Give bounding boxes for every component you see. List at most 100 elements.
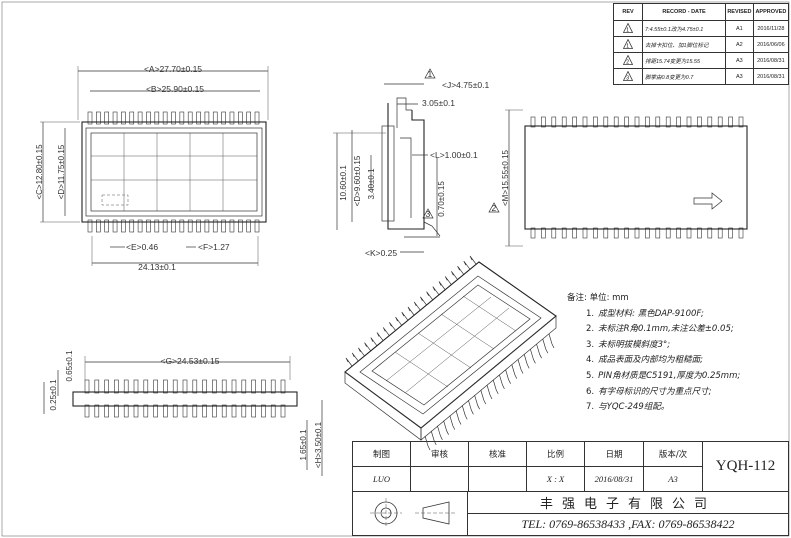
iso-pin	[451, 271, 458, 280]
edge-view: <G>24.53±0.15 0.65±0.1 0.25±0.1 1.65±0.1…	[43, 350, 323, 476]
iso-pin	[376, 332, 384, 341]
pin	[94, 404, 100, 418]
triangle-rev-icon: 2	[623, 54, 633, 65]
pin	[634, 116, 640, 128]
isometric-view	[344, 255, 557, 451]
note-item: 2.未标注R角0.1mm,未注公差±0.05;	[586, 324, 734, 335]
dim-pitch-total: 24.13±0.1	[138, 262, 176, 272]
approved-cell: 2016/08/31	[752, 52, 790, 69]
pin	[624, 116, 629, 128]
pin	[221, 219, 226, 233]
pin	[665, 116, 671, 128]
dim-height-b: 0.25±0.1	[49, 379, 58, 411]
pin	[129, 111, 135, 125]
revision-row: 3 脚掌由0.8变更为0.7 A3 2016/08/31	[613, 68, 790, 85]
pin1-arrow-icon	[693, 192, 723, 210]
iso-pin	[523, 354, 530, 369]
side-view: <J>4.75±0.1 3.05±0.1 <L>1.00±0.1 10.60±0…	[333, 68, 489, 258]
company-contact: TEL: 0769-86538433 ,FAX: 0769-86538422	[521, 517, 735, 531]
iso-pin	[444, 276, 452, 285]
pin	[251, 379, 256, 394]
pin	[87, 219, 93, 233]
pin	[204, 219, 210, 233]
dim-m: <M>15.55±0.15	[501, 149, 510, 206]
revised-cell: A3	[725, 68, 754, 85]
dim-h: <H>3.50±0.1	[314, 421, 323, 468]
pin	[154, 219, 160, 233]
svg-text:2: 2	[492, 203, 497, 213]
label-date: 日期	[585, 442, 644, 467]
pin	[121, 219, 126, 233]
note-item: 7.与YQC-249组配。	[586, 402, 670, 413]
iso-pin	[449, 415, 456, 430]
front-view-bottom-pins	[87, 219, 260, 233]
iso-pin	[432, 286, 440, 295]
dim-e: <E>0.46	[126, 242, 158, 252]
dim-side-d: <D>9.60±0.15	[353, 155, 362, 206]
iso-pin	[401, 311, 409, 321]
iso-pin	[486, 384, 493, 400]
approved-cell: 2016/08/31	[752, 68, 790, 85]
iso-pin	[426, 291, 433, 300]
pin	[261, 379, 266, 394]
record-cell: 去掉卡扣位、加1脚位标记	[642, 36, 726, 53]
pin	[593, 116, 598, 128]
iso-pin	[505, 369, 511, 384]
value-checked	[411, 467, 469, 492]
pin	[129, 219, 135, 233]
pin	[241, 379, 247, 394]
pin	[572, 116, 577, 128]
pin	[593, 227, 598, 239]
pin	[171, 111, 176, 125]
note-item: 1.成型材料: 黑色DAP-9100F;	[586, 308, 704, 319]
dim-foot: 0.70±0.15	[437, 181, 446, 217]
triangle-rev-icon: 3	[623, 70, 633, 81]
svg-text:1: 1	[626, 27, 629, 33]
pin	[187, 219, 193, 233]
pin	[261, 404, 266, 418]
iso-pin	[437, 425, 443, 440]
pin	[112, 111, 118, 125]
iso-pin	[463, 260, 471, 270]
pin	[143, 404, 149, 418]
iso-pin	[474, 395, 480, 410]
pin	[212, 379, 217, 394]
pin	[182, 379, 188, 394]
label-drawn-by: 制图	[353, 442, 411, 467]
right-view-body	[524, 125, 748, 230]
pin	[123, 404, 129, 418]
iso-pin	[457, 265, 464, 275]
dim-a: <A>27.70±0.15	[144, 64, 202, 74]
iso-pin	[455, 410, 462, 425]
note-item: 3.未标明拔模斜度3°;	[586, 339, 671, 350]
pin	[738, 116, 744, 128]
pin	[179, 111, 185, 125]
svg-text:2: 2	[626, 59, 629, 65]
pin	[738, 227, 744, 239]
record-cell: 7:4.55±0.1改为4.75±0.1	[642, 20, 726, 37]
iso-pin	[548, 333, 555, 349]
right-view: <M>15.55±0.15 2	[488, 109, 748, 247]
revision-row: 2 排距15.74变更为15.55 A3 2016/08/31	[613, 52, 790, 69]
pin	[254, 219, 260, 233]
dim-side-inner: 3.40±0.1	[367, 168, 376, 200]
pin	[84, 404, 90, 418]
iso-pin	[413, 301, 421, 311]
pin	[154, 111, 160, 125]
label-approved: 核准	[469, 442, 527, 467]
iso-pin	[469, 255, 477, 265]
front-view-top-pins	[87, 111, 260, 125]
pin	[196, 219, 201, 233]
value-date: 2016/08/31	[585, 467, 644, 492]
dim-top-width: 3.05±0.1	[422, 98, 455, 108]
front-view-inner-frame	[85, 127, 263, 217]
front-view-cavity	[90, 132, 258, 212]
pin	[87, 111, 93, 125]
rev-header: REV	[613, 3, 643, 21]
pin	[231, 379, 237, 394]
pin	[143, 379, 149, 394]
pin	[541, 116, 546, 128]
pin	[561, 227, 567, 239]
pin	[229, 219, 235, 233]
